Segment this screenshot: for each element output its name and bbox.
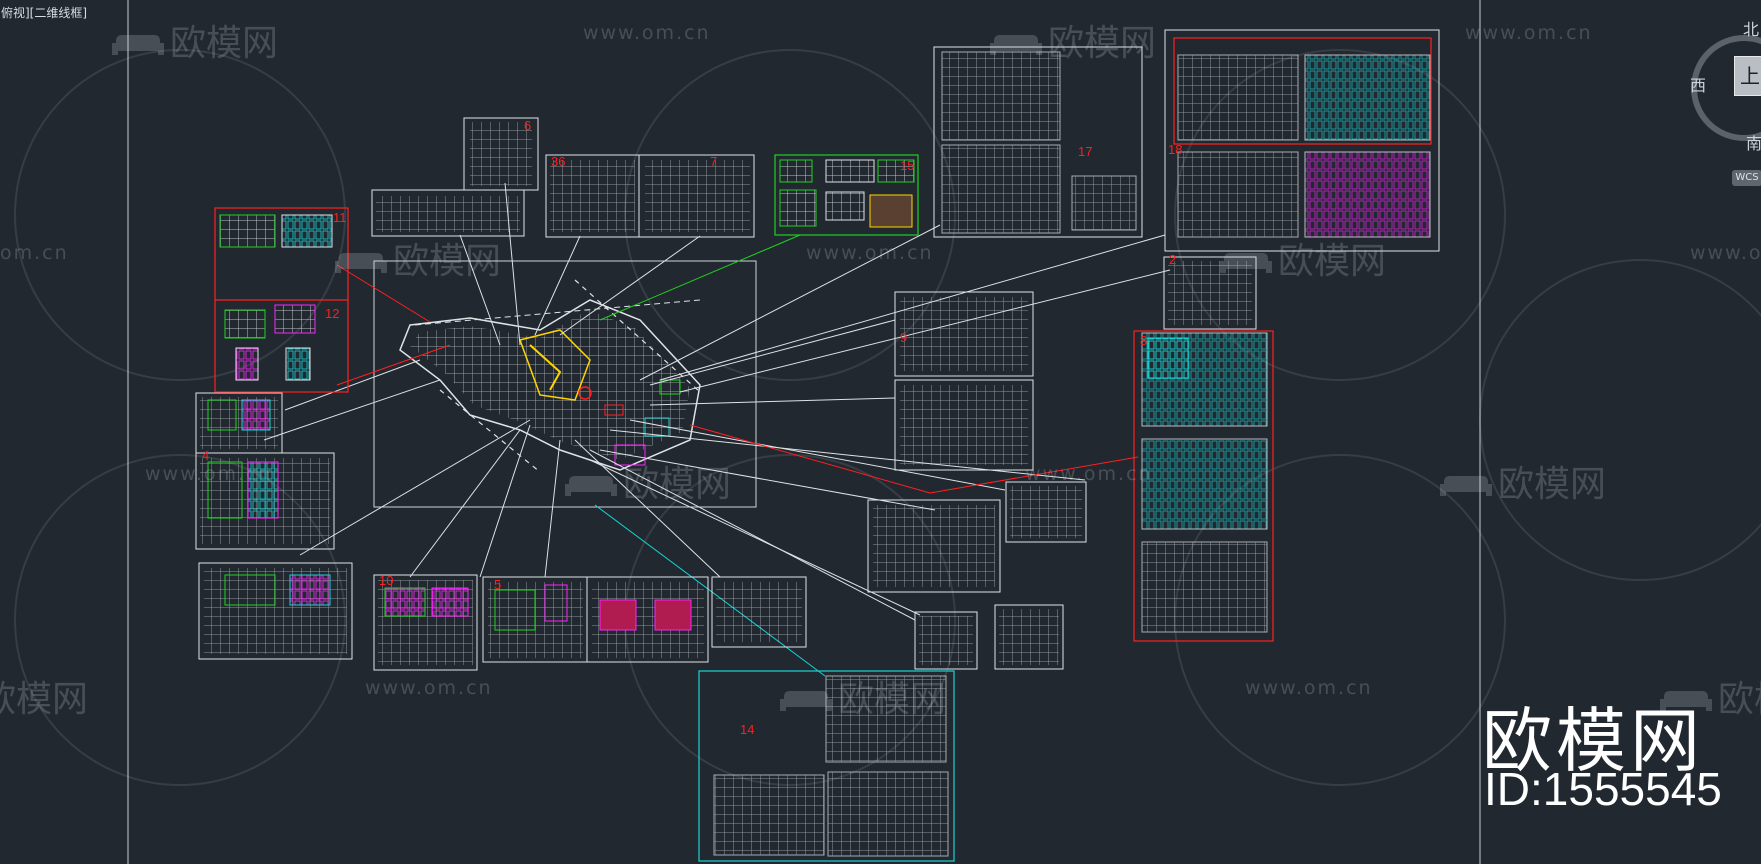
layout-frame: [127, 0, 1481, 864]
sheet-number-2: 2: [1169, 252, 1176, 267]
sofa-logo-icon: [565, 476, 617, 496]
brand-logo-text: 欧模网: [1482, 700, 1704, 782]
watermark-brand: 欧模网: [1440, 455, 1606, 507]
watermark-brand: 欧模网: [565, 455, 731, 507]
sheet-number-15: 15: [900, 158, 914, 173]
sheet-frames-colored[interactable]: [214, 37, 1432, 862]
sofa-logo-icon: [780, 691, 832, 711]
watermark-brand: 欧模网: [990, 14, 1156, 66]
watermark-url: www.om.cn: [145, 463, 273, 485]
watermark-brand: 欧模网: [1220, 232, 1386, 284]
leader-lines: [263, 182, 1171, 677]
watermark-brand: 欧模网: [780, 670, 946, 722]
watermark-url: om.cn: [0, 242, 69, 264]
sheet-number-7: 7: [710, 154, 717, 169]
viewport-label[interactable]: 俯视][二维线框]: [1, 6, 88, 20]
brand-id-text: ID:1555545: [1484, 763, 1722, 815]
sofa-logo-icon: [1440, 476, 1492, 496]
watermark-brand: 欧模网: [1660, 670, 1761, 722]
watermark-url: www.om.cn: [365, 677, 493, 699]
sheet-number-4: 4: [202, 448, 209, 463]
sofa-logo-icon: [1660, 691, 1712, 711]
watermark-url: www.om.cn: [1690, 242, 1761, 264]
watermark-url: www.om.cn: [1245, 677, 1373, 699]
watermark-brand: 欧模网: [335, 232, 501, 284]
sheet-number-6: 6: [524, 118, 531, 133]
sheet-number-10: 10: [379, 573, 393, 588]
sheet-number-9: 9: [900, 330, 907, 345]
viewcube-ring-icon[interactable]: [1686, 10, 1761, 190]
sofa-logo-icon: [990, 35, 1042, 55]
wcs-menu-button[interactable]: WCS: [1732, 170, 1761, 186]
watermark-url: www.om.cn: [583, 22, 711, 44]
watermark-url: www.om.cn: [1465, 22, 1593, 44]
viewcube-north[interactable]: 北: [1743, 20, 1760, 39]
sofa-logo-icon: [1220, 253, 1272, 273]
sheet-number-36: 36: [551, 154, 565, 169]
sheet-number-18: 18: [1168, 142, 1182, 157]
sheet-number-12: 12: [325, 306, 339, 321]
floor-plan[interactable]: [373, 260, 757, 508]
sheet-number-11: 11: [333, 210, 347, 225]
sheet-number-14: 14: [740, 722, 754, 737]
viewcube-west[interactable]: 西: [1690, 76, 1707, 95]
sheet-number-17: 17: [1078, 144, 1092, 159]
sofa-logo-icon: [335, 253, 387, 273]
sheet-number-8: 8: [1140, 333, 1147, 348]
viewcube-south[interactable]: 南: [1746, 134, 1761, 153]
watermark-brand: 欧模网: [0, 679, 89, 720]
sofa-logo-icon: [112, 35, 164, 55]
watermark-brand: 欧模网: [112, 14, 278, 66]
viewcube-top-face[interactable]: 上: [1734, 56, 1761, 96]
sheet-number-5: 5: [494, 577, 501, 592]
sheet-content: [200, 51, 1431, 857]
sheet-numbers: 6 36 7 15 11 12 17 18 14 9 5 10 4 2 8: [202, 118, 1182, 737]
watermark-url: www.om.cn: [806, 242, 934, 264]
watermark-url: www.om.cn: [1025, 463, 1153, 485]
